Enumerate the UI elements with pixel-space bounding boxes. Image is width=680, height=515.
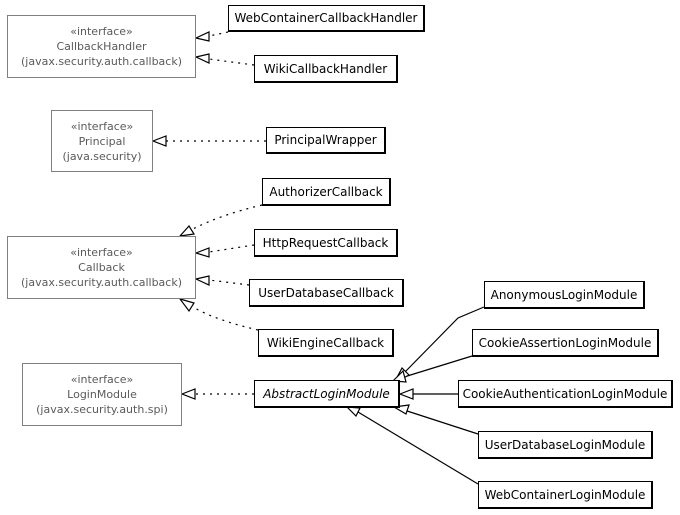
class-anonymousloginmodule[interactable]: AnonymousLoginModule bbox=[484, 281, 645, 309]
edge-webcontainer-abstract bbox=[357, 411, 479, 485]
arrowhead-callbackhandler-1 bbox=[194, 31, 210, 42]
edge-httprequestcallback-callback bbox=[208, 244, 255, 253]
class-httprequestcallback[interactable]: HttpRequestCallback bbox=[254, 229, 398, 257]
package-label: (java.security) bbox=[62, 149, 142, 163]
edge-authorizercallback-callback bbox=[192, 204, 263, 230]
interface-name: Callback bbox=[78, 261, 125, 274]
class-name: PrincipalWrapper bbox=[274, 133, 377, 147]
stereotype-label: «interface» bbox=[70, 25, 133, 38]
interface-name: LoginModule bbox=[67, 388, 137, 401]
edge-userdatabase-abstract bbox=[403, 409, 479, 435]
interface-name: CallbackHandler bbox=[56, 40, 147, 53]
edge-anonymous-abstract bbox=[403, 306, 485, 374]
arrowhead-callbackhandler-2 bbox=[194, 53, 210, 64]
class-webcontainerloginmodule[interactable]: WebContainerLoginModule bbox=[478, 481, 653, 509]
class-wikienginecallback[interactable]: WikiEngineCallback bbox=[258, 329, 394, 357]
class-name: AuthorizerCallback bbox=[269, 184, 383, 199]
class-abstractloginmodule[interactable]: AbstractLoginModule bbox=[254, 380, 400, 408]
class-userdatabasecallback[interactable]: UserDatabaseCallback bbox=[249, 279, 404, 307]
edge-wikienginecallback-callback bbox=[192, 306, 259, 331]
edge-userdatabasecallback-callback bbox=[208, 279, 250, 286]
interface-name: Principal bbox=[78, 134, 126, 148]
stereotype-label: «interface» bbox=[70, 119, 134, 133]
class-cookieauthenticationloginmodule[interactable]: CookieAuthenticationLoginModule bbox=[458, 380, 673, 408]
arrowhead-principal bbox=[151, 135, 167, 147]
package-label: (javax.security.auth.spi) bbox=[36, 403, 168, 416]
class-name: WebContainerCallbackHandler bbox=[234, 11, 418, 25]
class-authorizercallback[interactable]: AuthorizerCallback bbox=[262, 178, 391, 206]
interface-callbackhandler[interactable]: «interface» CallbackHandler (javax.secur… bbox=[7, 15, 196, 78]
class-name: UserDatabaseLoginModule bbox=[484, 437, 646, 452]
package-label: (javax.security.auth.callback) bbox=[20, 276, 183, 289]
package-label: (javax.security.auth.callback) bbox=[20, 55, 183, 68]
arrowhead-callback-2 bbox=[194, 247, 210, 258]
class-name: CookieAssertionLoginModule bbox=[478, 335, 652, 350]
edge-webcontainercallbackhandler-callbackhandler bbox=[208, 31, 229, 37]
class-name: AnonymousLoginModule bbox=[490, 287, 638, 302]
class-cookieassertionloginmodule[interactable]: CookieAssertionLoginModule bbox=[472, 329, 659, 357]
interface-loginmodule[interactable]: «interface» LoginModule (javax.security.… bbox=[22, 363, 182, 426]
class-name: WikiCallbackHandler bbox=[263, 61, 388, 76]
interface-callback[interactable]: «interface» Callback (javax.security.aut… bbox=[7, 236, 196, 299]
class-principalwrapper[interactable]: PrincipalWrapper bbox=[266, 127, 386, 154]
stereotype-label: «interface» bbox=[70, 373, 134, 386]
arrowhead-callback-1 bbox=[178, 225, 195, 237]
class-webcontainercallbackhandler[interactable]: WebContainerCallbackHandler bbox=[228, 5, 425, 32]
arrowhead-loginmodule bbox=[180, 388, 196, 400]
class-name: HttpRequestCallback bbox=[262, 235, 389, 250]
class-name: AbstractLoginModule bbox=[263, 386, 390, 401]
edge-cookieassertion-abstract bbox=[403, 355, 473, 378]
arrowhead-abstract-5 bbox=[345, 406, 361, 418]
class-name: UserDatabaseCallback bbox=[258, 285, 394, 300]
class-name: WikiEngineCallback bbox=[266, 335, 385, 350]
edge-wikicallbackhandler-callbackhandler bbox=[208, 58, 255, 66]
interface-principal[interactable]: «interface» Principal (java.security) bbox=[51, 110, 153, 172]
class-name: WebContainerLoginModule bbox=[484, 487, 646, 502]
arrowhead-callback-3 bbox=[194, 275, 210, 286]
class-name: CookieAuthenticationLoginModule bbox=[462, 386, 668, 401]
arrowhead-abstract-3 bbox=[398, 388, 414, 400]
stereotype-label: «interface» bbox=[70, 246, 133, 259]
arrowhead-callback-4 bbox=[178, 297, 195, 313]
class-wikicallbackhandler[interactable]: WikiCallbackHandler bbox=[254, 55, 398, 83]
class-userdatabaseloginmodule[interactable]: UserDatabaseLoginModule bbox=[478, 431, 653, 459]
